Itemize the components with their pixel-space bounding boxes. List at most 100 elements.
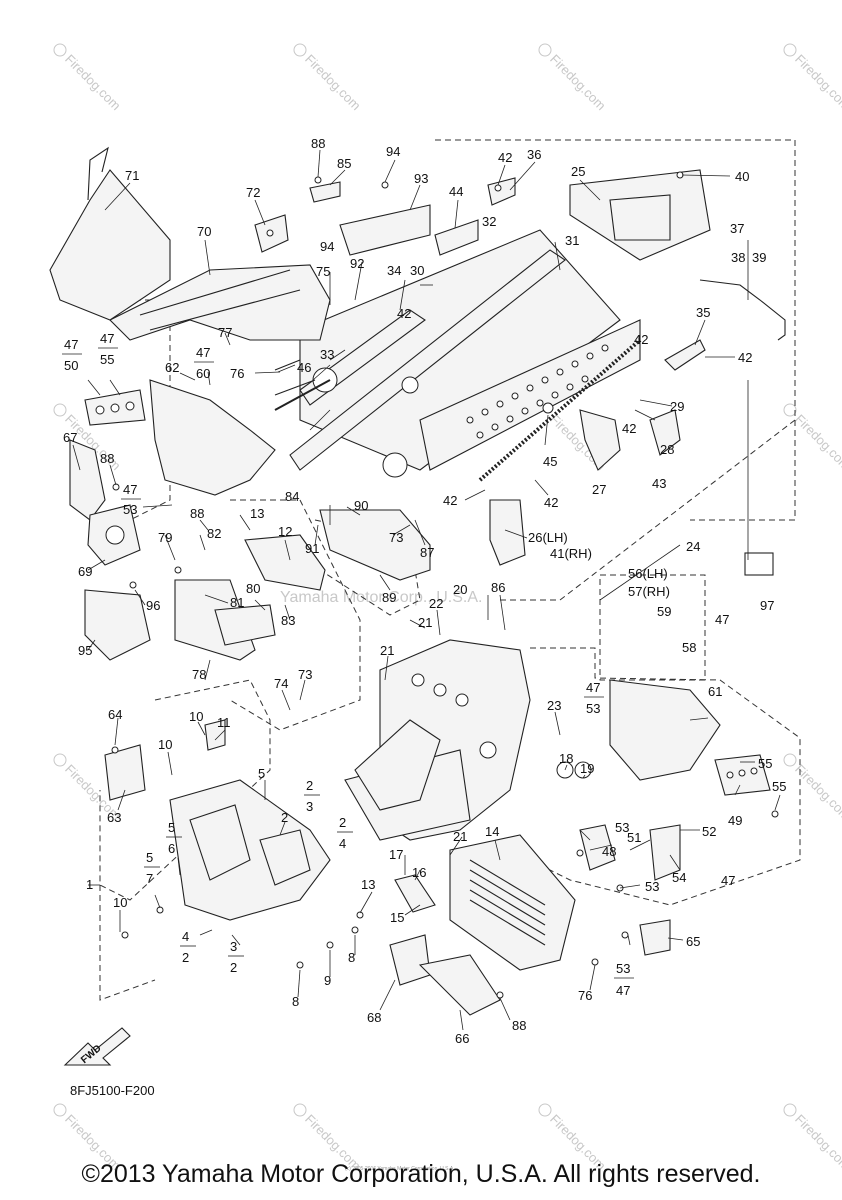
callout: 48	[602, 844, 616, 859]
callout: 61	[708, 684, 722, 699]
callout: 96	[146, 598, 160, 613]
front-frame	[104, 639, 771, 1016]
callout: 67	[63, 430, 77, 445]
callout: 80	[246, 581, 260, 596]
callout: 11	[217, 715, 231, 730]
callout: 90	[354, 498, 368, 513]
callout: 55	[758, 756, 772, 771]
callout: 53	[645, 879, 659, 894]
callout: 94	[386, 144, 400, 159]
callout: 55	[100, 352, 114, 367]
callout: 40	[735, 169, 749, 184]
callout: 76	[230, 366, 244, 381]
step-bracket	[319, 409, 681, 581]
watermark-text: Firedog.com	[302, 51, 364, 113]
callout: 38	[731, 250, 745, 265]
callout: 21	[380, 643, 394, 658]
callout: 59	[657, 604, 671, 619]
callout: 13	[361, 877, 375, 892]
fraction-callouts: 47 50 47 55 47 60 47 53 47 53 53 47 2 3 …	[62, 331, 634, 998]
left-mid-parts	[69, 359, 331, 661]
callout: 53	[616, 961, 630, 976]
callout: 2	[306, 778, 313, 793]
callout: 2	[281, 810, 288, 825]
watermark-text: Firedog.com	[62, 51, 124, 113]
callout: 10	[158, 737, 172, 752]
callout: 42	[397, 306, 411, 321]
callout: 70	[197, 224, 211, 239]
callout: 72	[246, 185, 260, 200]
callout: 66	[455, 1031, 469, 1046]
callout: 21	[418, 615, 432, 630]
callout: 49	[728, 813, 742, 828]
callout: 47	[715, 612, 729, 627]
callout: 68	[367, 1010, 381, 1025]
callout: 92	[350, 256, 364, 271]
callout: 51	[627, 830, 641, 845]
callout: 18	[559, 751, 573, 766]
callout: 88	[311, 136, 325, 151]
callout: 42	[622, 421, 636, 436]
callout: 1	[86, 877, 93, 892]
callout: 83	[281, 613, 295, 628]
callout: 16	[412, 865, 426, 880]
callout: 77	[218, 325, 232, 340]
diagram-code: 8FJ5100-F200	[70, 1083, 155, 1098]
callout: 3	[230, 939, 237, 954]
callout: 88	[512, 1018, 526, 1033]
callout: 42	[738, 350, 752, 365]
callout: 46	[297, 360, 311, 375]
callout: 53	[586, 701, 600, 716]
callout: 31	[565, 233, 579, 248]
callout: 28	[660, 442, 674, 457]
tunnel-frame	[289, 229, 642, 482]
leader-lines	[72, 149, 781, 1031]
callout: 47	[123, 482, 137, 497]
callout: 57(RH)	[628, 584, 670, 599]
callout: 73	[298, 667, 312, 682]
callout: 47	[586, 680, 600, 695]
callout: 47	[100, 331, 114, 346]
callout: 5	[258, 766, 265, 781]
callout: 17	[389, 847, 403, 862]
fwd-arrow-icon: FWD	[63, 1027, 131, 1066]
brackets-upper	[309, 169, 786, 371]
copyright-notice: ©2013 Yamaha Motor Corporation, U.S.A. A…	[81, 1160, 761, 1188]
callout: 8	[348, 950, 355, 965]
callout: 25	[571, 164, 585, 179]
callout: 88	[100, 451, 114, 466]
callout: 62	[165, 360, 179, 375]
callout: 47	[616, 983, 630, 998]
callout: 73	[389, 530, 403, 545]
callout: 30	[410, 263, 424, 278]
callout: 82	[207, 526, 221, 541]
callout: 2	[182, 950, 189, 965]
watermark-text: Firedog.com	[792, 51, 842, 113]
callout: 91	[305, 541, 319, 556]
callout: 63	[107, 810, 121, 825]
callout: 42	[498, 150, 512, 165]
callout: 95	[78, 643, 92, 658]
callout: 89	[382, 590, 396, 605]
callout: 2	[339, 815, 346, 830]
callout: 36	[527, 147, 541, 162]
callout: 6	[168, 841, 175, 856]
callout: 10	[113, 895, 127, 910]
callout: 47	[721, 873, 735, 888]
overlay-watermark: Yamaha Motor Corp., U.S.A.	[280, 589, 482, 606]
callout: 5	[146, 850, 153, 865]
callout: 78	[192, 667, 206, 682]
callout: 50	[64, 358, 78, 373]
callout: 86	[491, 580, 505, 595]
callout: 43	[652, 476, 666, 491]
callout: 42	[634, 332, 648, 347]
callout: 87	[420, 545, 434, 560]
watermark-text: Firedog.com	[547, 51, 609, 113]
callout: 47	[196, 345, 210, 360]
watermark-layer: Firedog.com Firedog.com Firedog.com Fire…	[53, 43, 842, 1173]
callout: 26(LH)	[528, 530, 568, 545]
callout: 44	[449, 184, 463, 199]
callout: 84	[285, 489, 299, 504]
callout: 76	[578, 988, 592, 1003]
callout: 42	[443, 493, 457, 508]
